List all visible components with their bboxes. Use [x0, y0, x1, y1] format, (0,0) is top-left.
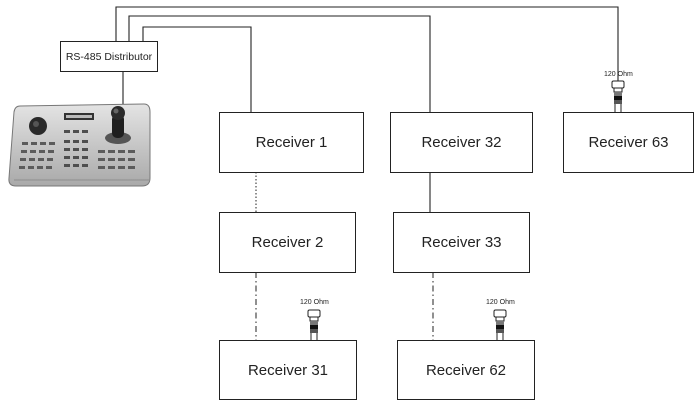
rs485-distributor-label: RS-485 Distributor: [65, 50, 153, 63]
terminator-resistor-icon: [307, 309, 321, 341]
terminator-resistor-icon: [493, 309, 507, 341]
receiver-33-label: Receiver 33: [421, 234, 502, 251]
receiver-62: Receiver 62: [397, 340, 535, 400]
receiver-1: Receiver 1: [219, 112, 364, 173]
receiver-63: Receiver 63: [563, 112, 694, 173]
receiver-31: Receiver 31: [219, 340, 357, 400]
receiver-2: Receiver 2: [219, 212, 356, 273]
receiver-32-label: Receiver 32: [421, 134, 502, 151]
receiver-63-label: Receiver 63: [588, 134, 669, 151]
terminator-resistor-icon: [611, 80, 625, 112]
receiver-33: Receiver 33: [393, 212, 530, 273]
receiver-62-label: Receiver 62: [425, 361, 507, 379]
terminator-label-r31: 120 Ohm: [300, 299, 329, 306]
receiver-1-label: Receiver 1: [255, 134, 328, 151]
wire-distributor-r63: [115, 6, 619, 93]
ptz-keyboard-controller-icon: [8, 103, 151, 187]
terminator-label-r62: 120 Ohm: [486, 299, 515, 306]
receiver-31-label: Receiver 31: [247, 361, 329, 379]
rs485-distributor: RS-485 Distributor: [60, 41, 158, 72]
receiver-2-label: Receiver 2: [251, 234, 324, 251]
receiver-32: Receiver 32: [390, 112, 533, 173]
wire-distributor-r1: [142, 26, 252, 112]
wire-distributor-r32: [128, 15, 431, 112]
terminator-label-r63: 120 Ohm: [604, 71, 633, 78]
